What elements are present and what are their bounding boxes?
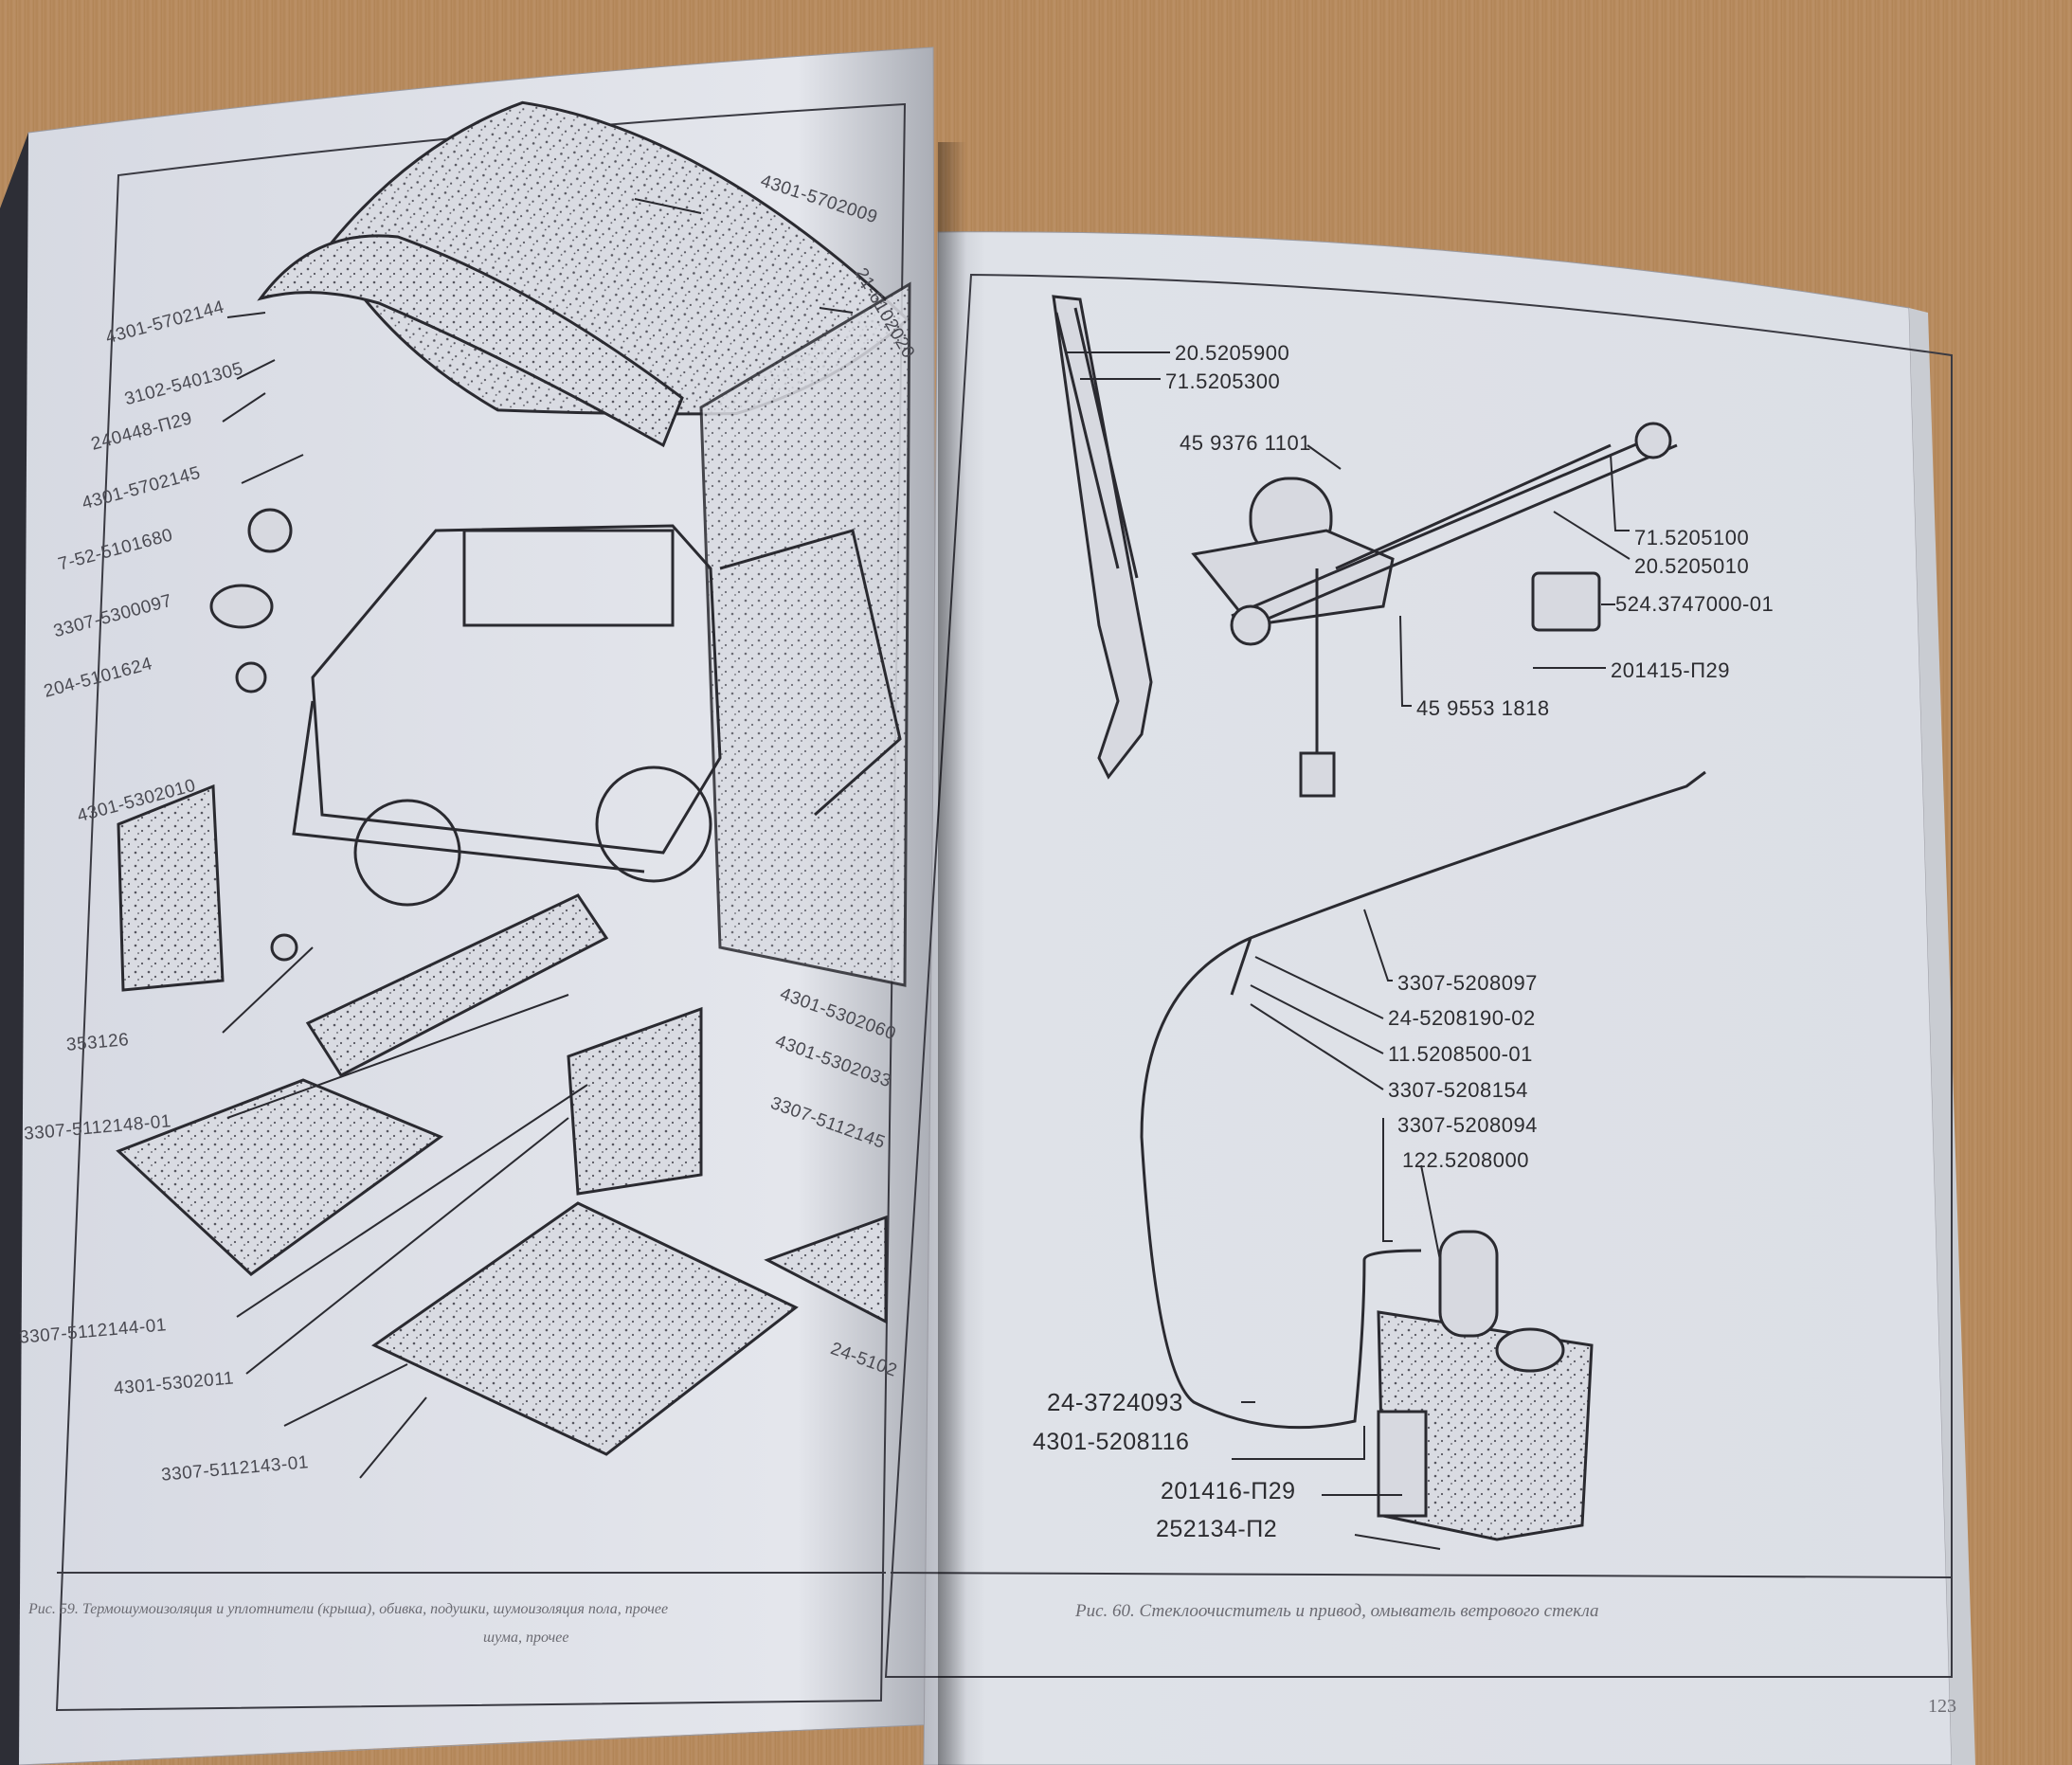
reservoir-cap	[1495, 1327, 1565, 1373]
relay	[1531, 571, 1601, 632]
part-label: 24-3724093	[1047, 1388, 1183, 1416]
reservoir-bracket	[1377, 1410, 1428, 1518]
floor-strip	[305, 893, 609, 1077]
left-figure-caption-line2: шума, прочее	[483, 1630, 569, 1646]
part-label: 11.5208500-01	[1388, 1042, 1533, 1066]
right-frame	[884, 273, 1953, 1678]
part-label: 3307-5208154	[1388, 1078, 1528, 1102]
part-label: 3307-5208097	[1397, 971, 1538, 995]
grommet-1	[247, 508, 293, 553]
wiper-drawing	[1052, 295, 1706, 1541]
part-label: 71.5205300	[1165, 369, 1281, 393]
part-label: 45 9553 1818	[1416, 696, 1550, 720]
seat-back-panel	[567, 1006, 703, 1196]
floor-mat-right	[764, 1215, 888, 1324]
insulation-drawing	[116, 100, 911, 1456]
washer-nozzle-hose	[1230, 937, 1252, 996]
part-label: 45 9376 1101	[1180, 431, 1311, 455]
connector	[1299, 751, 1336, 798]
left-cover-edge	[0, 133, 28, 1765]
grommet-2	[209, 584, 274, 629]
part-label: 71.5205100	[1634, 526, 1750, 549]
washer-hose	[1140, 770, 1706, 1430]
plug	[235, 661, 267, 693]
part-label: 122.5208000	[1402, 1148, 1529, 1172]
part-label: 252134-П2	[1156, 1516, 1278, 1542]
floor-mat-left	[116, 1078, 444, 1276]
part-label: 4301-5208116	[1033, 1429, 1190, 1455]
truck-outline	[292, 524, 902, 907]
right-caption-rule	[890, 1572, 1953, 1578]
part-label: 201415-П29	[1611, 658, 1731, 682]
part-label: 24-5208190-02	[1388, 1006, 1536, 1030]
linkage-rod-2	[1335, 443, 1612, 570]
door-panel	[117, 783, 225, 992]
linkage-rod	[1231, 429, 1678, 632]
windshield-seal	[257, 234, 684, 448]
right-leaders	[1066, 351, 1631, 1550]
spine-shadow	[938, 142, 966, 1765]
pivot-right	[1634, 422, 1672, 459]
floor-mat-center	[371, 1201, 799, 1456]
clip	[270, 933, 298, 962]
part-label: 20.5205010	[1634, 554, 1750, 578]
side-wall-panel	[699, 281, 911, 987]
right-page	[923, 231, 1953, 1765]
part-label: 3307-5208094	[1397, 1113, 1538, 1137]
left-figure-caption: Рис. 59. Термошумоизоляция и уплотнители…	[28, 1601, 669, 1617]
right-figure-caption: Рис. 60. Стеклоочиститель и привод, омыв…	[1075, 1601, 1599, 1621]
part-label: 201416-П29	[1161, 1478, 1296, 1504]
page-edges	[1909, 308, 1975, 1765]
right-page-number: 123	[1928, 1696, 1956, 1717]
washer-pump	[1438, 1230, 1499, 1338]
pivot-left	[1230, 604, 1271, 646]
left-leaders	[222, 198, 854, 1479]
part-label: 20.5205900	[1175, 341, 1290, 365]
part-label: 524.3747000-01	[1615, 592, 1775, 616]
